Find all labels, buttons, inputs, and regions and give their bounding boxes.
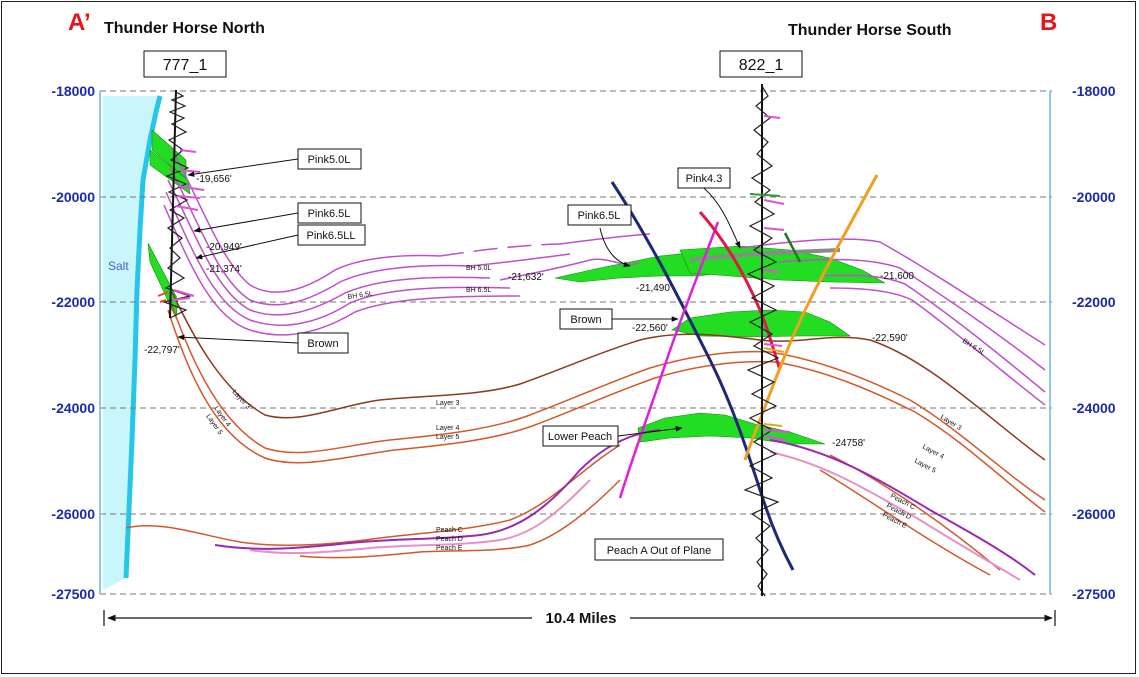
- depth-label: -26000: [1072, 506, 1116, 522]
- horizon-label: Layer 4: [436, 425, 459, 432]
- depth-label: -27500: [51, 586, 95, 602]
- callout-lower-peach: Lower Peach: [548, 431, 612, 443]
- well-name-777-1: 777_1: [163, 57, 208, 74]
- distance-label: 10.4 Miles: [546, 610, 617, 627]
- depth-labels-right: -18000 -20000 -22000 -24000 -26000 -2750…: [1072, 83, 1116, 602]
- well-box-777-1: [143, 50, 227, 78]
- fault-red: [698, 211, 782, 371]
- depth-annotation: -21,374': [206, 264, 242, 275]
- horizon-label: Layer 5: [913, 458, 937, 475]
- callout-peach-a: Peach A Out of Plane: [607, 545, 712, 557]
- salt-body: [103, 96, 160, 590]
- peach-horizons: [214, 429, 1036, 581]
- title-north: Thunder Horse North: [104, 20, 265, 37]
- depth-label: -26000: [51, 506, 95, 522]
- depth-annotation: -22,590': [872, 333, 908, 344]
- horizon-label: Peach C: [436, 527, 463, 534]
- horizon-label: Peach E: [436, 545, 463, 552]
- reservoir-sands: [147, 129, 886, 445]
- callout-pink65l-left: Pink6.5L: [308, 208, 351, 220]
- depth-annotation: -22,797': [144, 345, 180, 356]
- well-log-822-1: [743, 84, 791, 597]
- depth-annotation: -19,656': [196, 174, 232, 185]
- title-south: Thunder Horse South: [788, 22, 952, 39]
- depth-label: -27500: [1072, 586, 1116, 602]
- horizon-label: Layer 3: [436, 400, 459, 407]
- callout-texts: Pink5.0L Pink6.5L Pink6.5LL Brown Pink4.…: [307, 154, 723, 557]
- horizon-label: BH 5.0L: [466, 265, 491, 272]
- salt-label: Salt: [108, 259, 129, 273]
- corner-label-left: A’: [68, 9, 91, 36]
- horizon-label: Peach D: [436, 536, 463, 543]
- callout-brown-right: Brown: [570, 314, 601, 326]
- horizon-label: Layer 4: [921, 444, 945, 461]
- callout-pink65l-right: Pink6.5L: [578, 210, 621, 222]
- depth-label: -18000: [1072, 83, 1116, 99]
- horizon-label: Layer 5: [436, 434, 459, 441]
- horizon-label: Layer 3: [231, 389, 252, 411]
- well-log-777-1: [157, 89, 205, 319]
- depth-annotation: -24758': [832, 438, 865, 449]
- depth-gridlines: [100, 90, 1052, 595]
- depth-annotation: -21,632': [508, 272, 544, 283]
- depth-label: -24000: [1072, 400, 1116, 416]
- depth-label: -20000: [51, 189, 95, 205]
- callout-pink65ll: Pink6.5LL: [307, 230, 356, 242]
- depth-labels-left: -18000 -20000 -22000 -24000 -26000 -2750…: [51, 83, 95, 602]
- horizon-label: BH 6.5L: [347, 291, 373, 301]
- fault-orange: [743, 174, 879, 461]
- well-box-822-1: [719, 50, 803, 78]
- depth-annotation: -20,949': [206, 242, 242, 253]
- depth-label: -20000: [1072, 189, 1116, 205]
- depth-label: -24000: [51, 400, 95, 416]
- callout-pink43: Pink4.3: [686, 173, 723, 185]
- pink-horizons-right: [739, 238, 1046, 406]
- depth-label: -18000: [51, 83, 95, 99]
- brown-horizon: [171, 291, 1046, 461]
- fault-green-small: [783, 232, 802, 263]
- fault-magenta: [618, 221, 720, 499]
- fault-navy: [610, 181, 795, 571]
- pink-horizons-left: [163, 149, 521, 336]
- depth-annotation: -21,490': [636, 283, 672, 294]
- callout-boxes: [297, 148, 731, 561]
- depth-label: -22000: [51, 294, 95, 310]
- horizon-label: BH 6.5L: [466, 287, 491, 294]
- pink43-horizon: [689, 248, 841, 262]
- depth-annotation: -22,560': [632, 323, 668, 334]
- callout-brown-left: Brown: [307, 338, 338, 350]
- callout-pink50l: Pink5.0L: [308, 154, 351, 166]
- depth-label: -22000: [1072, 294, 1116, 310]
- depth-annotation: -21,600: [880, 271, 914, 282]
- well-name-822-1: 822_1: [739, 57, 784, 74]
- depth-annotations: -19,656' -20,949' -21,374' -22,797' -21,…: [144, 174, 914, 449]
- corner-label-right: B: [1040, 9, 1057, 36]
- salt-edge: [123, 95, 163, 579]
- callout-arrows: [177, 158, 741, 437]
